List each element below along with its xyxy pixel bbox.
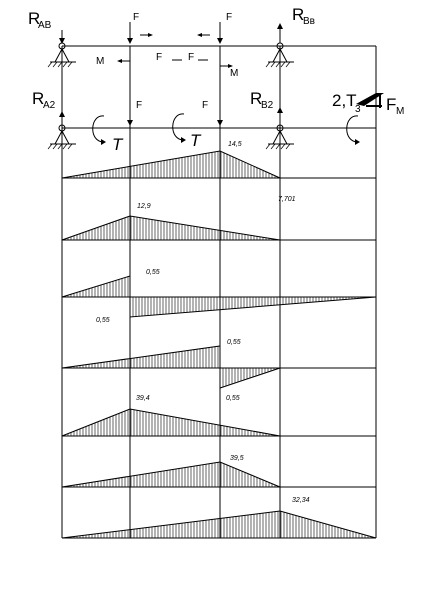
support-a-top [47, 42, 76, 68]
rb-top-label: R [292, 5, 304, 24]
value-d5-peak: 39,4 [136, 395, 150, 402]
support-b-mid [265, 124, 294, 150]
force-labels: R AB R Bв F F M M F F R A2 R B2 F F T T … [28, 5, 404, 154]
value-labels: 14,5 7,701 12,9 0,55 0,55 0,55 39,4 0,55… [96, 141, 310, 504]
torque-1-label: T [112, 135, 124, 154]
torque-2-label: T [190, 131, 202, 150]
ra-mid-sub: A2 [43, 100, 56, 111]
m-right-label: M [230, 68, 238, 79]
frame-lines [61, 45, 377, 539]
value-d2-right: 7,701 [278, 196, 296, 203]
rb-mid-label: R [250, 89, 262, 108]
f-top-1-label: F [133, 12, 139, 23]
torque-symbols [92, 93, 384, 145]
value-d6-peak: 39,5 [230, 455, 244, 462]
value-d3-peak: 0,55 [146, 269, 160, 276]
value-d4-right: 0,55 [227, 339, 241, 346]
diagram-hatching [64, 151, 375, 538]
rb-top-sub: Bв [303, 16, 315, 27]
value-d5-right: 0,55 [226, 395, 240, 402]
f-mid-2-label: F [188, 52, 194, 63]
rb-mid-sub: B2 [261, 100, 274, 111]
value-d4-left: 0,55 [96, 317, 110, 324]
ra-top-sub: AB [38, 20, 52, 31]
torque-3-sub: 3 [355, 104, 361, 115]
value-d1-peak: 14,5 [228, 141, 242, 148]
f-top-2-label: F [226, 12, 232, 23]
ra-mid-label: R [32, 89, 44, 108]
force-arrows [59, 22, 283, 126]
m-left-label: M [96, 56, 104, 67]
f-mid-1-label: F [156, 52, 162, 63]
value-d2-peak: 12,9 [137, 203, 151, 210]
support-b-top [265, 42, 294, 68]
f-mid-3-label: F [136, 100, 142, 111]
fm-sub: M [396, 106, 404, 117]
diagram-outlines [61, 150, 377, 539]
torque-3-label: 2,T [332, 91, 357, 110]
ra-top-label: R [28, 9, 40, 28]
fm-label: F [386, 95, 396, 114]
f-mid-4-label: F [202, 100, 208, 111]
value-d7-peak: 32,34 [292, 497, 310, 504]
